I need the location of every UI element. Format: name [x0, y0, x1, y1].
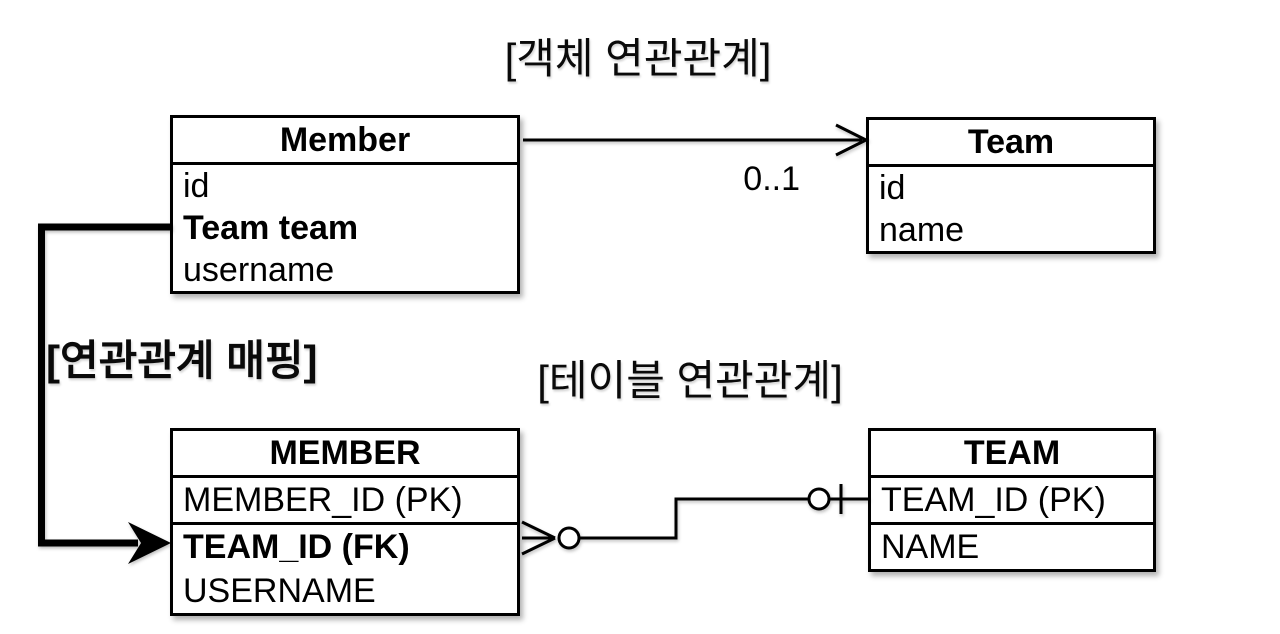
member-class-field-id: id [183, 167, 210, 205]
association-mapping-title: [연관관계 매핑] [46, 337, 318, 384]
zero-or-one-end-icon [807, 484, 869, 514]
member-table-field-team-id: TEAM_ID (FK) [183, 528, 410, 566]
member-table-field-username: USERNAME [183, 572, 376, 610]
multiplicity-label: 0..1 [743, 160, 800, 198]
crowsfoot-many-end-icon [521, 520, 581, 556]
team-class-field-name: name [879, 211, 965, 249]
team-table-box: TEAM TEAM_ID (PK) NAME [868, 428, 1156, 572]
association-arrow [523, 123, 870, 157]
table-association-title: [테이블 연관관계] [537, 357, 843, 404]
member-class-title: Member [173, 118, 517, 165]
team-class-title: Team [869, 120, 1153, 167]
member-class-field-team: Team team [183, 209, 359, 247]
mapping-arrow [38, 223, 172, 564]
member-class-box: Member id Team team username [170, 115, 520, 294]
member-class-field-username: username [183, 251, 335, 289]
table-relationship-line [521, 484, 869, 556]
team-table-title: TEAM [871, 431, 1153, 478]
team-class-box: Team id name [866, 117, 1156, 254]
team-table-field-team-id: TEAM_ID (PK) [871, 478, 1153, 525]
solid-arrowhead-icon [128, 522, 171, 564]
team-class-field-id: id [879, 169, 906, 207]
member-table-title: MEMBER [173, 431, 517, 478]
member-table-field-member-id: MEMBER_ID (PK) [173, 478, 517, 525]
member-table-box: MEMBER MEMBER_ID (PK) TEAM_ID (FK) USERN… [170, 428, 520, 616]
team-table-field-name: NAME [881, 528, 980, 566]
object-association-title: [객체 연관관계] [504, 35, 772, 82]
open-arrowhead-icon [835, 123, 870, 157]
